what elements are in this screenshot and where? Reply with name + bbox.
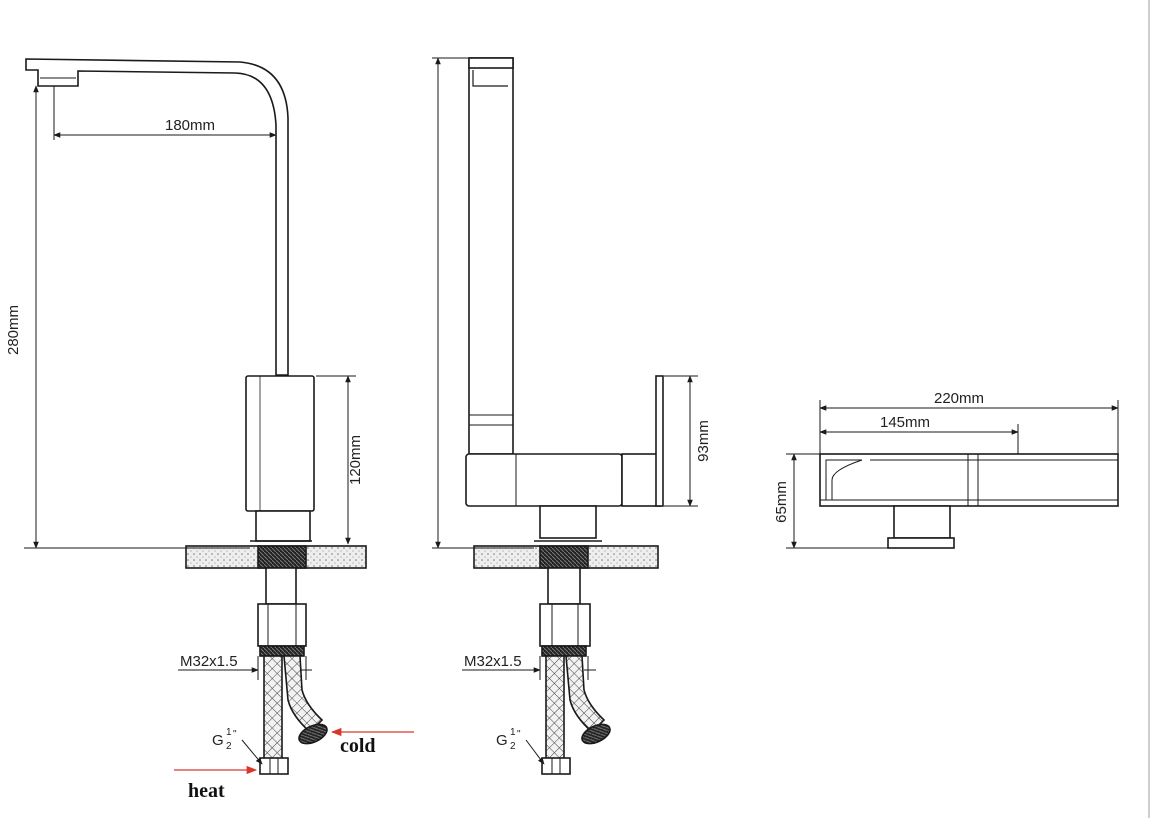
heat-connector [259, 757, 289, 775]
connector-fraction-mark-left: " [233, 729, 237, 740]
hose-heat [263, 655, 283, 761]
connector-fraction-den-middle: 2 [510, 741, 516, 752]
front-view [465, 57, 664, 775]
mounting-nut [257, 603, 307, 647]
thread-label-middle: M32x1.5 [464, 653, 522, 670]
spout-outline [25, 58, 289, 376]
top-body [819, 453, 1119, 507]
connector-label-left: G [212, 732, 224, 749]
connector-label-middle: G [496, 732, 508, 749]
dim-handle-height: 93mm [695, 420, 712, 462]
body-block [465, 453, 623, 507]
faucet-body [245, 375, 315, 512]
page-edge-line [1148, 0, 1150, 818]
connector-fraction-num-left: 1 [226, 727, 232, 738]
hose-cold [283, 655, 324, 734]
dim-total-height: 280mm [5, 305, 22, 355]
thread-label-left: M32x1.5 [180, 653, 238, 670]
connector-fraction-den-left: 2 [226, 741, 232, 752]
connector-fraction-mark-middle: " [517, 729, 521, 740]
spout-column [468, 57, 514, 455]
heat-label: heat [188, 780, 225, 802]
connector-fraction-num-middle: 1 [510, 727, 516, 738]
lever-handle [621, 453, 661, 507]
dim-top-height: 65mm [773, 481, 790, 523]
dim-spout-reach: 180mm [165, 117, 215, 134]
dim-body-height: 120mm [347, 435, 364, 485]
top-view [819, 453, 1119, 549]
cold-label: cold [340, 735, 376, 757]
dim-top-total-length: 220mm [934, 390, 984, 407]
dim-top-spout-length: 145mm [880, 414, 930, 431]
side-view [25, 58, 367, 775]
